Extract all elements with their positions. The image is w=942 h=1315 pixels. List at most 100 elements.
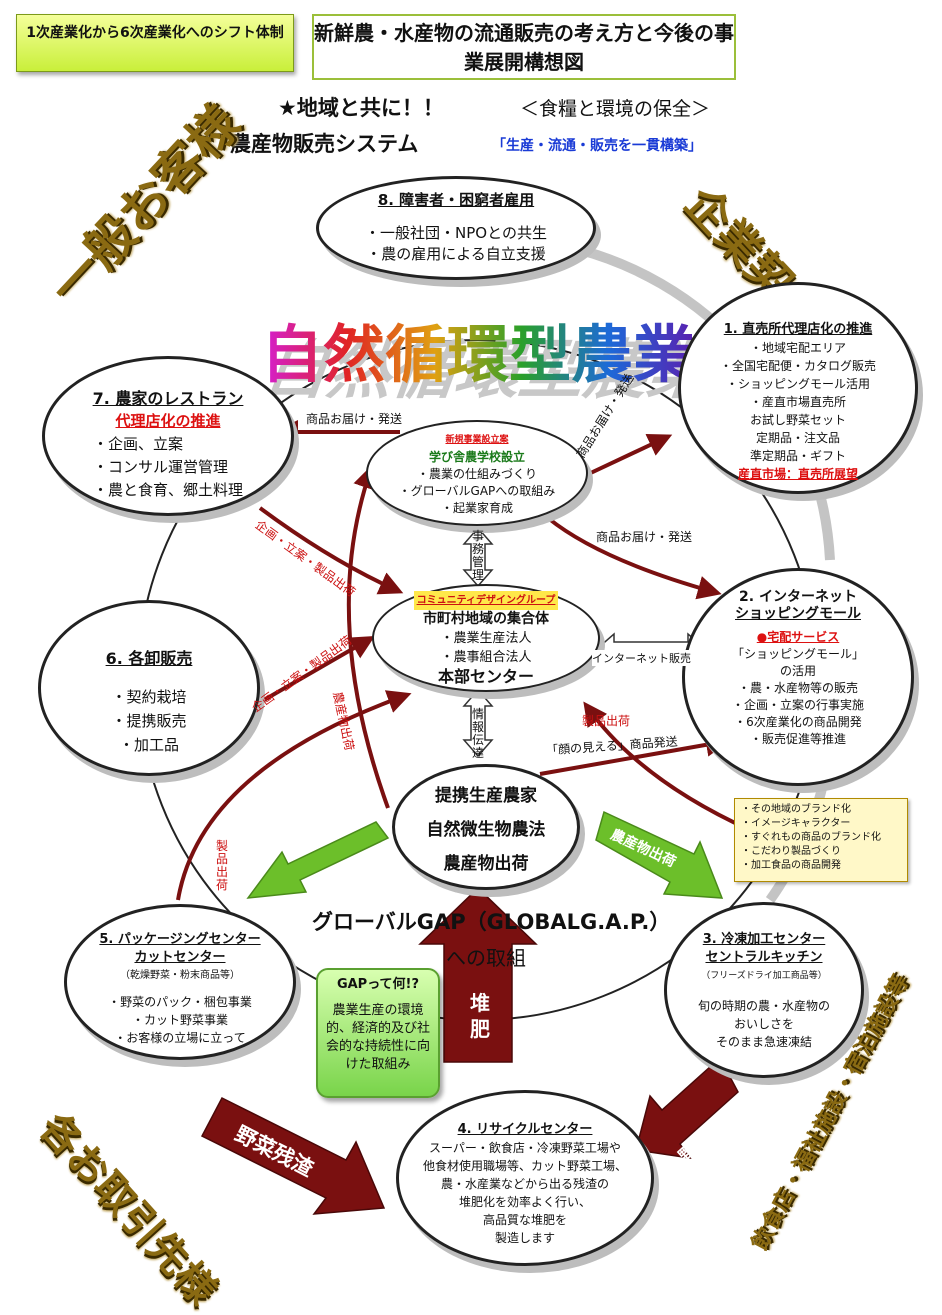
- node-4-line-4: 堆肥化を効率よく行い、: [458, 1195, 591, 1209]
- node-4-line-2: 他食材使用職場等、カット野菜工場、: [422, 1159, 627, 1173]
- brand-note: ・その地域のブランド化 ・イメージキャラクター ・すぐれもの商品のブランド化 ・…: [734, 798, 908, 882]
- hq-center: 本部センター: [437, 667, 534, 686]
- shift-tag: 1次産業化から6次産業化へのシフト体制: [16, 14, 294, 72]
- gap-info-box: GAPって何!? 農業生産の環境的、経済的及び社会的な持続性に向けた取組み: [316, 968, 440, 1098]
- node-4-recycle: 4. リサイクルセンター スーパー・飲食店・冷凍野菜工場や 他食材使用職場等、カ…: [396, 1090, 654, 1266]
- node-5-title-1: 5. パッケージングセンター: [99, 932, 261, 947]
- node-4-title: 4. リサイクルセンター: [457, 1122, 593, 1137]
- node-6-line-3: ・加工品: [118, 736, 179, 754]
- residue-arrow-right: [635, 1056, 739, 1160]
- school-title: 学び舎農学校設立: [428, 450, 525, 464]
- node-3-line-1: 旬の時期の農・水産物の: [697, 999, 830, 1013]
- node-2-line-2: の活用: [779, 664, 816, 678]
- school-line-2: ・グローバルGAPへの取組み: [398, 484, 556, 498]
- system-title: 農産物販売システム: [230, 132, 419, 156]
- node-2-title-2: ショッピングモール: [735, 606, 861, 622]
- node-3-title-2: セントラルキッチン: [705, 950, 823, 965]
- node-5-line-3: ・お客様の立場に立って: [114, 1031, 246, 1045]
- node-1-line-3: ・ショッピングモール活用: [725, 377, 870, 391]
- label-product-ship-vertical: 製品出荷: [216, 839, 229, 892]
- global-gap-text: グローバルGAP（GLOBALG.A.P.）: [312, 910, 671, 934]
- node-4-line-6: 製造します: [494, 1231, 555, 1245]
- brand-note-line-5: ・加工食品の商品開発: [741, 860, 841, 871]
- node-2-service: ●宅配サービス: [756, 630, 840, 644]
- node-1-line-2: ・全国宅配便・カタログ販売: [719, 359, 876, 373]
- compost-label: 堆肥: [470, 991, 490, 1041]
- node-2-line-1: 「ショッピングモール」: [731, 647, 864, 661]
- label-deliver-left: 商品お届け・発送: [306, 412, 403, 426]
- node-8-line-1: ・一般社団・NPOとの共生: [365, 224, 547, 242]
- node-5-line-2: ・カット野菜事業: [131, 1013, 228, 1027]
- arrow-product-ship-right: [583, 701, 751, 832]
- node-8-title: 8. 障害者・困窮者雇用: [377, 191, 535, 209]
- label-joho: 情報伝達: [472, 707, 485, 760]
- node-5-line-1: ・野菜のパック・梱包事業: [108, 995, 252, 1009]
- arrow-product-ship-left: [176, 690, 412, 901]
- node-2-line-4: ・企画・立案の行事実施: [731, 698, 864, 712]
- node-2-internet-mall: 2. インターネット ショッピングモール ●宅配サービス 「ショッピングモール」…: [682, 568, 914, 786]
- node-2-title-1: 2. インターネット: [739, 589, 857, 605]
- green-arrow-left: [246, 821, 390, 899]
- residue-arrow-left: [200, 1097, 386, 1215]
- label-product-ship: 製品出荷: [582, 714, 631, 728]
- node-7-restaurant: 7. 農家のレストラン 代理店化の推進 ・企画、立案 ・コンサル運営管理 ・農と…: [42, 356, 294, 516]
- node-1-title: 1. 直売所代理店化の推進: [723, 322, 873, 337]
- node-7-line-2: ・コンサル運営管理: [93, 458, 229, 476]
- green-arrow-right: [595, 810, 724, 899]
- node-2-line-5: ・6次産業化の商品開発: [734, 715, 862, 729]
- gap-title: GAPって何!?: [336, 977, 420, 992]
- node-6-title: 6. 各卸販売: [105, 649, 193, 668]
- global-gap-text-2: への取組: [446, 946, 526, 970]
- arrow-plan-ship-1: [258, 506, 404, 595]
- node-3-line-2: おいしさを: [733, 1017, 794, 1031]
- node-6-line-1: ・契約栽培: [111, 688, 187, 706]
- node-8-employment: 8. 障害者・困窮者雇用 ・一般社団・NPOとの共生 ・農の雇用による自立支援: [316, 176, 596, 280]
- node-5-note: （乾燥野菜・粉末商品等）: [120, 970, 240, 981]
- node-7-line-3: ・農と食育、郷土料理: [93, 481, 244, 499]
- node-7-subtitle: 代理店化の推進: [115, 412, 221, 430]
- node-6-line-2: ・提携販売: [111, 712, 187, 730]
- node-3-line-3: そのまま急速凍結: [715, 1035, 812, 1049]
- brand-note-line-1: ・その地域のブランド化: [741, 804, 851, 815]
- hq-line-2: ・農事組合法人: [440, 650, 532, 665]
- school-line-3: ・起業家育成: [440, 501, 513, 515]
- farm-line-2: 自然微生物農法: [426, 820, 546, 840]
- node-2-line-3: ・農・水産物等の販売: [737, 681, 858, 695]
- brand-note-line-2: ・イメージキャラクター: [741, 818, 851, 829]
- hq-title: 市町村地域の集合体: [423, 611, 549, 627]
- hq-tag: コミュニティデザイングループ: [413, 591, 559, 610]
- node-4-line-1: スーパー・飲食店・冷凍野菜工場や: [429, 1141, 621, 1155]
- gap-body: 農業生産の環境的、経済的及び社会的な持続性に向けた取組み: [326, 1003, 431, 1072]
- brand-note-line-3: ・すぐれもの商品のブランド化: [741, 832, 881, 843]
- node-1-direct-sales: 1. 直売所代理店化の推進 ・地域宅配エリア ・全国宅配便・カタログ販売 ・ショ…: [678, 282, 918, 494]
- node-hq: コミュニティデザイングループ 市町村地域の集合体 ・農業生産法人 ・農事組合法人…: [372, 584, 600, 692]
- farm-line-3: 農産物出荷: [443, 854, 529, 874]
- node-7-line-1: ・企画、立案: [93, 435, 184, 453]
- node-3-title-1: 3. 冷凍加工センター: [702, 932, 826, 947]
- node-1-line-1: ・地域宅配エリア: [749, 341, 846, 355]
- node-6-wholesale: 6. 各卸販売 ・契約栽培 ・提携販売 ・加工品: [38, 600, 260, 776]
- node-1-line-6: 定期品・注文品: [755, 431, 840, 445]
- compost-arrow: [418, 886, 538, 1063]
- arrow-joho: [462, 688, 494, 758]
- arrow-deliver-diag: [579, 433, 673, 480]
- school-line-1: ・農業の仕組みづくり: [416, 467, 537, 481]
- node-2-line-6: ・販売促進等推進: [749, 732, 846, 746]
- wordart-shadow: 自然循環型農業: [256, 333, 731, 408]
- node-1-line-7: 準定期品・ギフト: [749, 449, 846, 463]
- node-1-line-5: お試し野菜セット: [749, 413, 846, 427]
- brand-note-line-4: ・こだわり製品づくり: [741, 846, 841, 857]
- node-4-line-5: 高品質な堆肥を: [482, 1213, 567, 1227]
- arrow-face-ship: [539, 732, 730, 776]
- node-school: 新規事業設立案 学び舎農学校設立 ・農業の仕組みづくり ・グローバルGAPへの取…: [366, 420, 588, 526]
- node-8-line-2: ・農の雇用による自立支援: [366, 245, 546, 263]
- label-net-sales: インターネット販売: [592, 650, 691, 666]
- farm-line-1: 提携生産農家: [435, 786, 537, 806]
- node-farm: 提携生産農家 自然微生物農法 農産物出荷: [392, 764, 580, 890]
- page-title: 新鮮農・水産物の流通販売の考え方と今後の事業展開構想図: [312, 14, 736, 80]
- node-5-packaging: 5. パッケージングセンター カットセンター （乾燥野菜・粉末商品等） ・野菜の…: [64, 904, 296, 1060]
- arrow-farm-ship: [346, 464, 390, 809]
- node-3-freezing: 3. 冷凍加工センター セントラルキッチン （フリーズドライ加工商品等） 旬の時…: [664, 902, 864, 1078]
- hq-line-1: ・農業生産法人: [440, 631, 532, 646]
- node-1-line-4: ・産直市場直売所: [749, 395, 846, 409]
